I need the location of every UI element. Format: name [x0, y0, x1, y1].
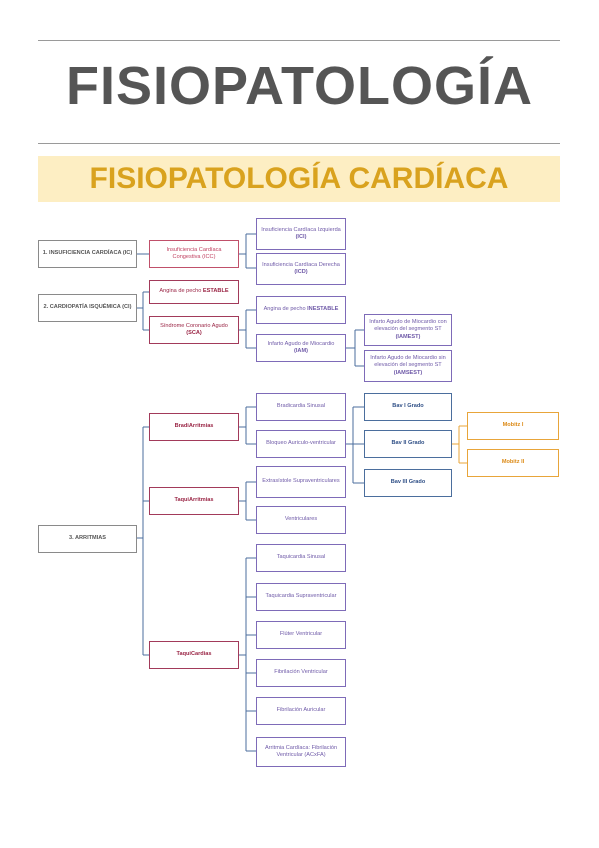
- node-angina-inestable: Angina de pecho INESTABLE: [256, 296, 346, 324]
- node-taquiarritmias: TaquiArritmias: [149, 487, 239, 515]
- node-acxfa: Arritmia Cardíaca: Fibrilación Ventricul…: [256, 737, 346, 767]
- section-title: FISIOPATOLOGÍA CARDÍACA: [89, 162, 509, 195]
- node-insuficiencia-cardiaca: 1. INSUFICIENCIA CARDÍACA (IC): [38, 240, 137, 268]
- node-icc: Insuficiencia Cardíaca Congestiva (ICC): [149, 240, 239, 268]
- node-sca: Síndrome Coronario Agudo (SCA): [149, 316, 239, 344]
- node-ventriculares: Ventriculares: [256, 506, 346, 534]
- node-mobitz-1: Mobitz I: [467, 412, 559, 440]
- node-fluter-ventricular: Flúter Ventricular: [256, 621, 346, 649]
- node-taquicardias: TaquiCardias: [149, 641, 239, 669]
- node-arritmias: 3. ARRITMIAS: [38, 525, 137, 553]
- node-bradicardia-sinusal: Bradicardia Sinusal: [256, 393, 346, 421]
- page-title: FISIOPATOLOGÍA: [65, 56, 533, 116]
- node-bav-1: Bav I Grado: [364, 393, 452, 421]
- section-banner: FISIOPATOLOGÍA CARDÍACA: [38, 156, 560, 202]
- node-icd: Insuficiencia Cardíaca Derecha (ICD): [256, 253, 346, 285]
- node-taquicardia-supraventricular: Taquicardia Supraventricular: [256, 583, 346, 611]
- node-bav-2: Bav II Grado: [364, 430, 452, 458]
- node-cardiopatia-isquemica: 2. CARDIOPATÍA ISQUÉMICA (CI): [38, 294, 137, 322]
- node-taquicardia-sinusal: Taquicardia Sinusal: [256, 544, 346, 572]
- node-extrasistole: Extrasístole Supraventriculares: [256, 466, 346, 498]
- title-rule: [38, 143, 560, 144]
- node-iamest: Infarto Agudo de Miocardio con elevación…: [364, 314, 452, 346]
- node-angina-estable: Angina de pecho ESTABLE: [149, 280, 239, 304]
- node-ici: Insuficiencia Cardíaca Izquierda (ICI): [256, 218, 346, 250]
- node-iamsest: Infarto Agudo de Miocardio sin elevación…: [364, 350, 452, 382]
- node-bav-3: Bav III Grado: [364, 469, 452, 497]
- node-fibrilacion-auricular: Fibrilación Auricular: [256, 697, 346, 725]
- node-bloqueo-av: Bloqueo Auriculo-ventricular: [256, 430, 346, 458]
- node-fibrilacion-ventricular: Fibrilación Ventricular: [256, 659, 346, 687]
- node-iam: Infarto Agudo de Miocardio (IAM): [256, 334, 346, 362]
- top-rule: [38, 40, 560, 41]
- node-bradiarritmias: BradiArritmias: [149, 413, 239, 441]
- node-mobitz-2: Mobitz II: [467, 449, 559, 477]
